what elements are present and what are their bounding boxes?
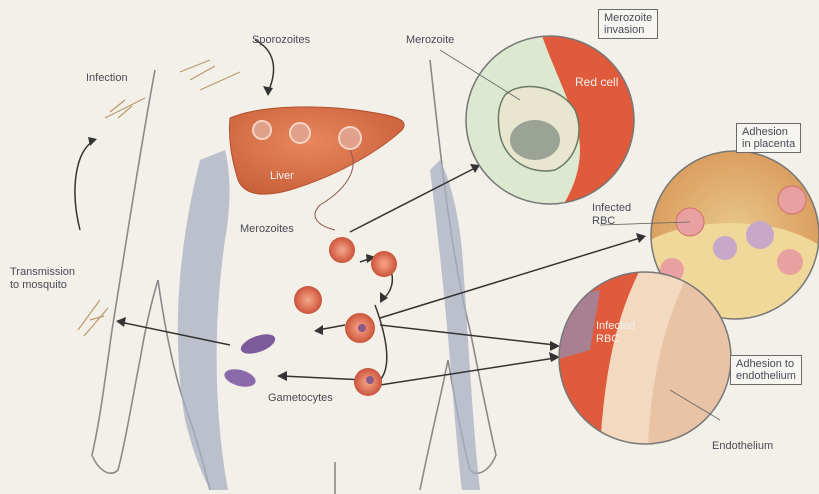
gametocytes	[222, 330, 277, 390]
mosquito-bottom-icon	[78, 300, 108, 336]
rbc-cycle	[294, 237, 397, 396]
label-sporozoites: Sporozoites	[252, 34, 310, 47]
label-infected-rbc-top: Infected RBC	[592, 202, 631, 228]
label-adhesion-placenta: Adhesion in placenta	[736, 123, 801, 153]
gametocyte	[238, 330, 277, 357]
label-infection: Infection	[86, 72, 128, 85]
liver-schizont	[339, 127, 361, 149]
rbc	[329, 237, 355, 263]
label-endothelium: Endothelium	[712, 440, 773, 453]
liver-shape	[229, 107, 404, 194]
label-red-cell: Red cell	[575, 76, 618, 89]
label-merozoite-invasion: Merozoite invasion	[598, 9, 658, 39]
rbc	[294, 286, 322, 314]
body-shadow-right	[430, 160, 480, 490]
liver-schizont	[253, 121, 271, 139]
label-adhesion-endothelium: Adhesion to endothelium	[730, 355, 802, 385]
body-shadow-left	[178, 150, 230, 490]
label-liver: Liver	[270, 170, 294, 183]
rbc	[371, 251, 397, 277]
inset-merozoite-invasion	[460, 30, 640, 210]
label-transmission: Transmission to mosquito	[10, 266, 75, 292]
label-asexual-cycle: Asexual cycle	[330, 281, 366, 307]
label-merozoites: Merozoites	[240, 223, 294, 236]
label-gametocytes: Gametocytes	[268, 392, 333, 405]
mosquito-top-icon	[105, 60, 240, 118]
liver-schizont	[290, 123, 310, 143]
label-merozoite: Merozoite	[406, 34, 454, 47]
gametocyte	[222, 366, 257, 390]
label-infected-rbc-bottom: Infected RBC	[596, 320, 635, 346]
